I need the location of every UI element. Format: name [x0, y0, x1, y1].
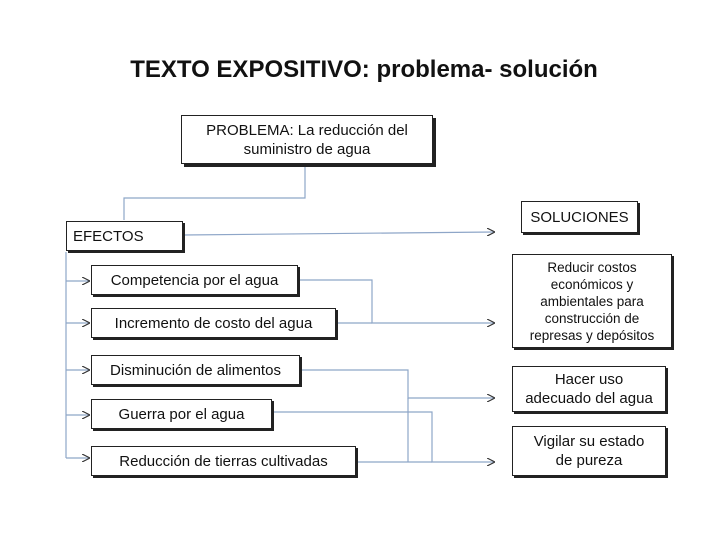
- effect-4-link: [272, 411, 494, 462]
- effect-guerra: Guerra por el agua: [91, 399, 272, 429]
- effect-3-link: [300, 369, 494, 398]
- effects-to-solutions-line: [182, 232, 494, 235]
- problem-box: PROBLEMA: La reducción del suministro de…: [181, 115, 433, 164]
- effects-header-box: EFECTOS: [66, 221, 183, 251]
- effect-competencia: Competencia por el agua: [91, 265, 298, 295]
- page-title: TEXTO EXPOSITIVO: problema- solución: [130, 56, 598, 83]
- solution-uso-adecuado: Hacer uso adecuado del agua: [512, 366, 666, 412]
- effect-reduccion-tierras: Reducción de tierras cultivadas: [91, 446, 356, 476]
- effect-incremento-costo: Incremento de costo del agua: [91, 308, 336, 338]
- effect-1-link: [298, 279, 494, 323]
- solution-reducir-costos: Reducir costos económicos y ambientales …: [512, 254, 672, 348]
- effect-disminucion-alimentos: Disminución de alimentos: [91, 355, 300, 385]
- solutions-header-box: SOLUCIONES: [521, 201, 638, 233]
- problem-to-effects-line: [123, 164, 306, 220]
- solution-vigilar-pureza: Vigilar su estado de pureza: [512, 426, 666, 476]
